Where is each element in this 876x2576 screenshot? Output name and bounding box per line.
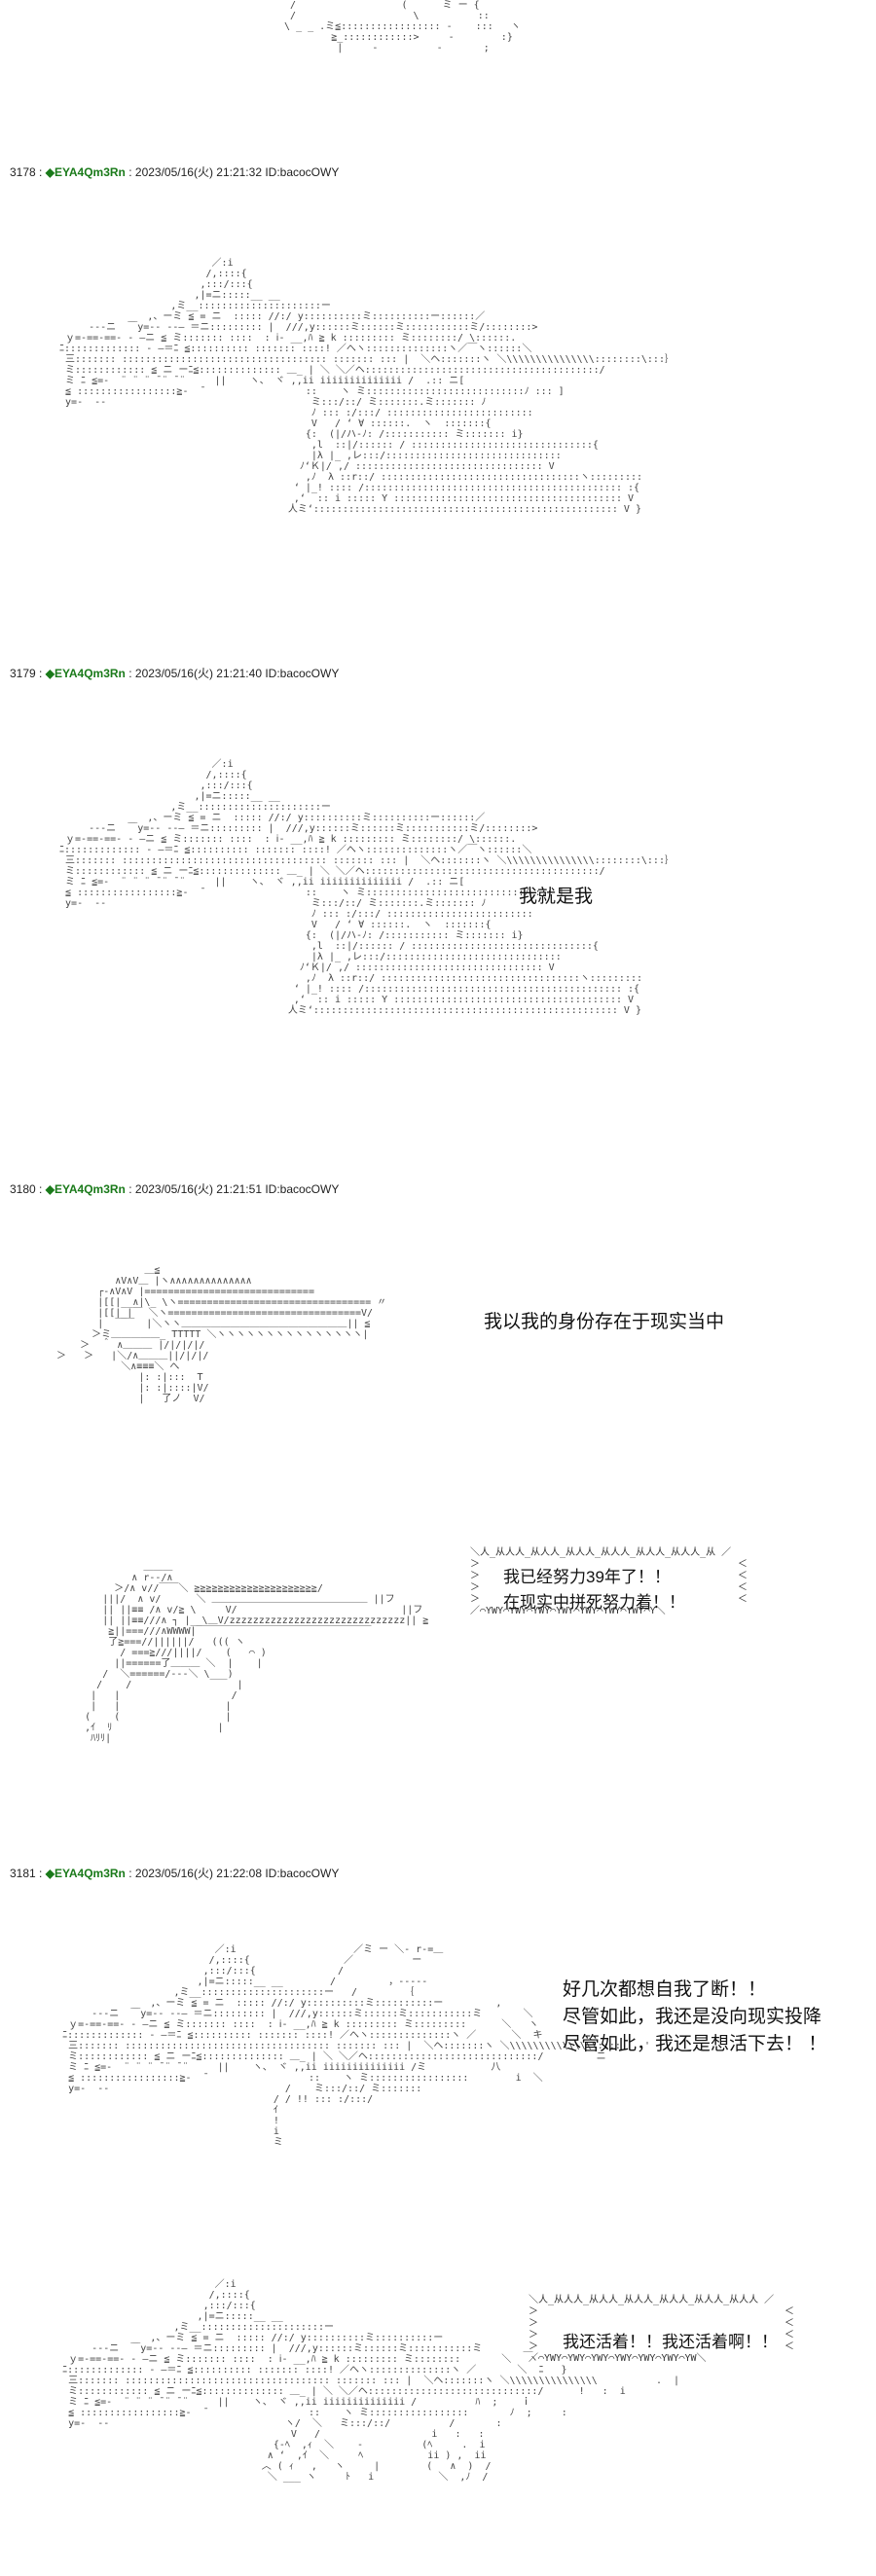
speech-bubble-border: ＼人_从人人_从人人_从人人_从人人_从人人_从人人_从 ／ ＞ ＜ ＞ ＜ ＞… [470,1547,748,1616]
speech-bubble-text: 我还活着！！我还活着啊！！ [563,2333,778,2351]
speech-bubble-border: ＼人_从人人_从人人_从人人_从人人_从人人_从人人 ／ ＞ ＜ ＞ ＜ ＞ ＜… [529,2295,794,2364]
ascii-art-figure-3178: ／:i /,::::{ ,:::/:::{ ,|=ニ:::::__ __ ,ミ_… [59,258,675,515]
ascii-art-figure-3181: ／:i ／ミ ー ＼‐ r‐=＿ /,::::{ ／ ー ,:::/:::{ /… [62,1944,650,2148]
post-header-3178: 3178 : ◆EYA4Qm3Rn : 2023/05/16(火) 21:21:… [10,165,340,179]
poster-name-link[interactable]: ◆EYA4Qm3Rn [45,1867,126,1880]
dialog-line: 我就是我 [519,887,594,907]
post-header-3180: 3180 : ◆EYA4Qm3Rn : 2023/05/16(火) 21:21:… [10,1182,340,1196]
ascii-art-figure-3181b: ／:i /,::::{ ,:::/:::{ ,|=ニ:::::__ __ ,ミ_… [62,2279,680,2483]
speech-bubble-text: 我已经努力39年了！！ 在现实中拼死努力着！！ [503,1568,685,1612]
ascii-art-gun-3180b: ＿＿＿ ∧ r‐‐/∧ ＞/∧ v//￣￣＼ ≧≧≧≧≧≧≧≧≧≧≧≧≧≧≧≧≧… [85,1562,429,1744]
ascii-art-fragment-top: / ( ミ ー { / \ :: \ _ _ .ミ≦::::::::::::::… [284,0,521,54]
poster-name-link[interactable]: ◆EYA4Qm3Rn [45,1182,126,1196]
poster-name-link[interactable]: ◆EYA4Qm3Rn [45,667,126,680]
ascii-art-gun-3180: ＿≦ ∧V∧V＿ |ヽ∧∧∧∧∧∧∧∧∧∧∧∧∧∧ ┌‐∧V∧V |======… [56,1265,387,1404]
dialog-block: 好几次都想自我了断！！ 尽管如此，我还是没向现实投降 尽管如此，我还是想活下去！… [563,1979,827,2054]
poster-name-link[interactable]: ◆EYA4Qm3Rn [45,165,126,179]
ascii-art-figure-3179: ／:i /,::::{ ,:::/:::{ ,|=ニ:::::__ __ ,ミ_… [59,759,675,1016]
post-header-3179: 3179 : ◆EYA4Qm3Rn : 2023/05/16(火) 21:21:… [10,667,340,680]
post-header-3181: 3181 : ◆EYA4Qm3Rn : 2023/05/16(火) 21:22:… [10,1867,340,1880]
dialog-line: 我以我的身份存在于现实当中 [484,1312,725,1332]
